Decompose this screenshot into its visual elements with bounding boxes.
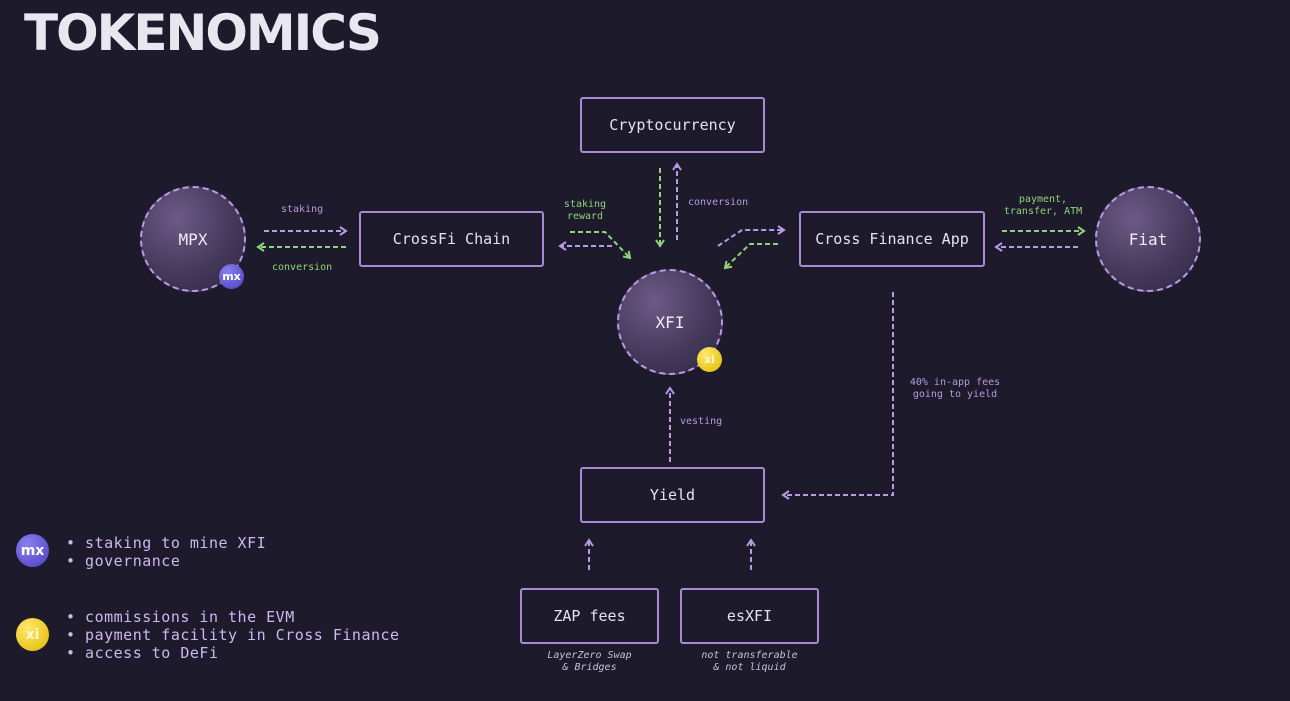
edge-label-payment: payment, transfer, ATM — [1002, 194, 1084, 218]
edge-label-payment-line1: payment, — [1018, 194, 1068, 205]
edge-label-vesting: vesting — [680, 416, 723, 427]
arrow-app-to-xfi — [723, 243, 778, 270]
edge-label-conversion-top: conversion — [688, 197, 749, 208]
legend-mpx-icon: mx — [16, 534, 49, 567]
edge-label-staking-reward-line1: staking — [563, 199, 607, 210]
edge-label-fees-line1: 40% in-app fees — [909, 377, 1001, 388]
mpx-token-icon: mx — [219, 264, 244, 289]
node-esxfi-label: esXFI — [726, 607, 773, 625]
edge-label-fees-line2: going to yield — [912, 389, 998, 400]
xfi-token-icon-text: xi — [704, 353, 715, 366]
node-xfi: XFI — [617, 269, 723, 375]
node-cross-finance-app: Cross Finance App — [799, 211, 985, 267]
arrow-app-to-yield — [781, 292, 894, 500]
node-xfi-label: XFI — [655, 312, 685, 332]
page-title: TOKENOMICS — [24, 4, 382, 62]
arrow-xfi-to-app — [717, 225, 786, 247]
legend-xfi-icon-text: xi — [25, 626, 40, 643]
node-zap-fees: ZAP fees — [520, 588, 659, 644]
node-fiat-label: Fiat — [1128, 229, 1168, 249]
node-crossfi-chain: CrossFi Chain — [359, 211, 544, 267]
legend-mpx: • staking to mine XFI • governance — [66, 534, 266, 570]
legend-mpx-item: • governance — [66, 552, 181, 570]
node-esxfi: esXFI — [680, 588, 819, 644]
arrow-chain-xfi-reward — [570, 231, 632, 260]
zap-fees-note: LayerZero Swap & Bridges — [530, 650, 649, 674]
esxfi-note-line2: & not liquid — [713, 662, 786, 673]
esxfi-note: not transferable & not liquid — [690, 650, 809, 674]
edge-label-fees: 40% in-app fees going to yield — [905, 377, 1005, 401]
xfi-token-icon: xi — [697, 347, 722, 372]
zap-fees-note-line2: & Bridges — [562, 662, 617, 673]
legend-xfi-item: • payment facility in Cross Finance — [66, 626, 400, 644]
esxfi-note-line1: not transferable — [701, 650, 798, 661]
edge-label-conversion-left: conversion — [272, 262, 333, 273]
legend-xfi-item: • access to DeFi — [66, 644, 219, 662]
node-mpx-label: MPX — [178, 229, 208, 249]
node-yield: Yield — [580, 467, 765, 523]
legend-xfi-icon: xi — [16, 618, 49, 651]
node-zap-fees-label: ZAP fees — [553, 607, 626, 625]
zap-fees-note-line1: LayerZero Swap — [547, 650, 632, 661]
node-cryptocurrency-label: Cryptocurrency — [609, 116, 736, 134]
mpx-token-icon-text: mx — [222, 270, 241, 283]
edge-label-payment-line2: transfer, ATM — [1003, 206, 1083, 217]
edge-label-staking-reward: staking reward — [562, 199, 608, 223]
legend-xfi-item: • commissions in the EVM — [66, 608, 295, 626]
edge-label-staking: staking — [281, 204, 324, 215]
node-cryptocurrency: Cryptocurrency — [580, 97, 765, 153]
node-fiat: Fiat — [1095, 186, 1201, 292]
node-cross-finance-app-label: Cross Finance App — [815, 230, 969, 248]
legend-xfi: • commissions in the EVM • payment facil… — [66, 608, 400, 662]
node-yield-label: Yield — [649, 486, 696, 504]
legend-mpx-icon-text: mx — [20, 542, 45, 559]
edge-label-staking-reward-line2: reward — [566, 211, 604, 222]
node-crossfi-chain-label: CrossFi Chain — [392, 230, 511, 248]
legend-mpx-item: • staking to mine XFI — [66, 534, 267, 552]
